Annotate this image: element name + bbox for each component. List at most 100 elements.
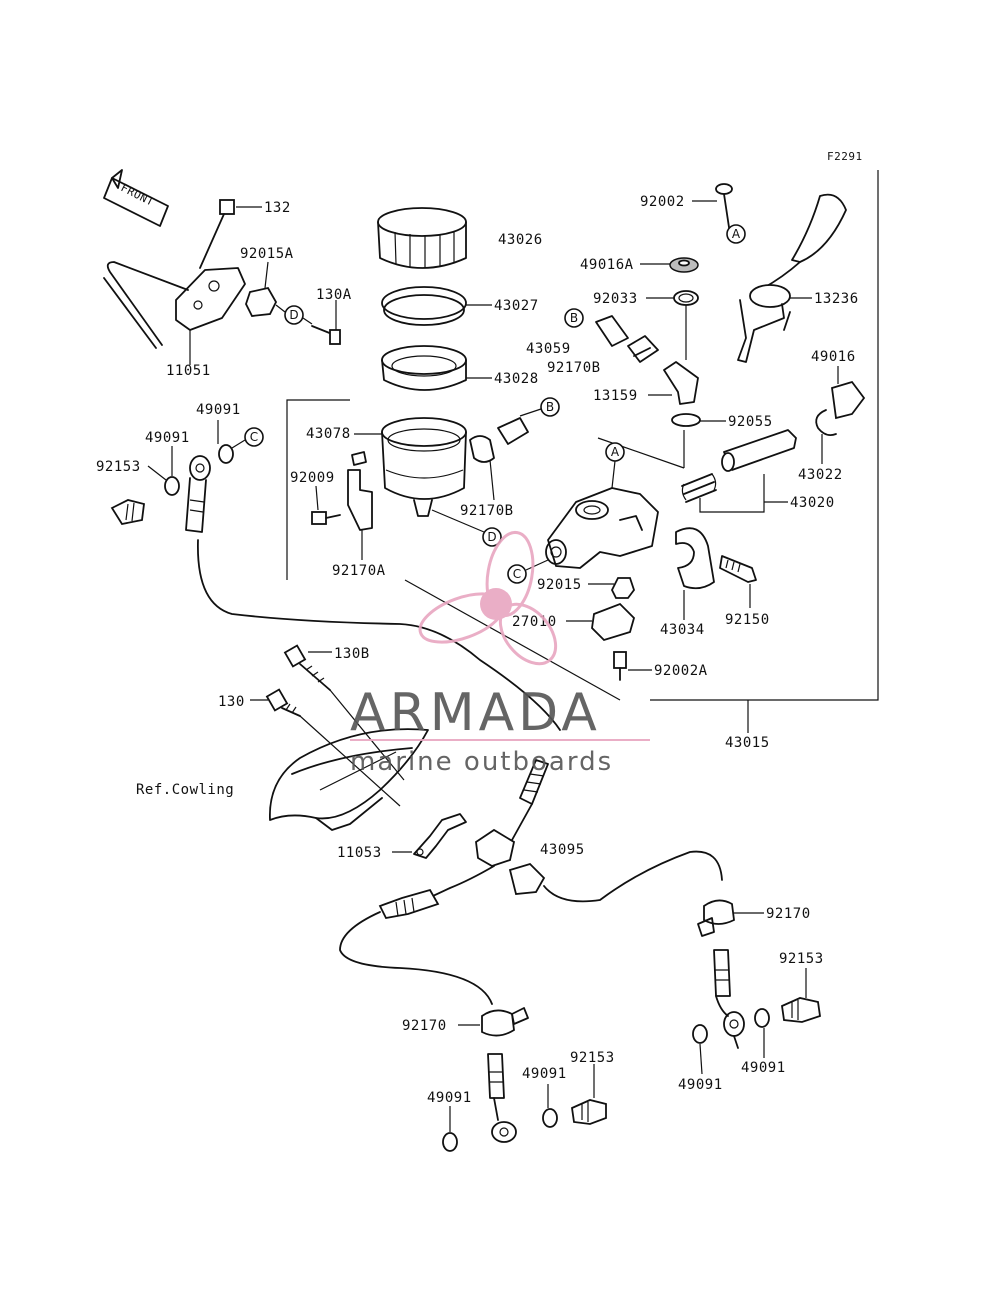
fitting-13159 — [648, 361, 699, 405]
figure-code: F2291 — [827, 150, 863, 163]
callout-D-mid: D — [431, 509, 502, 547]
boot-49016 — [831, 366, 866, 420]
bushing-49016A — [640, 257, 699, 273]
label-43020: 43020 — [790, 495, 835, 511]
assembly-bracket-lines — [286, 170, 879, 733]
bracket-11053 — [392, 813, 467, 859]
label-43059: 43059 — [526, 341, 571, 357]
brake-line-upper — [197, 539, 561, 731]
lever-13236 — [737, 193, 847, 363]
watermark-brand: ARMADA — [350, 683, 601, 743]
label-49016A: 49016A — [580, 257, 634, 273]
label-13159: 13159 — [593, 388, 638, 404]
label-92033: 92033 — [593, 291, 638, 307]
diaphragm-43027 — [381, 286, 492, 326]
callout-B-top: B — [564, 308, 584, 328]
label-43027: 43027 — [494, 298, 539, 314]
svg-text:D: D — [289, 308, 298, 322]
snap-ring-43022 — [815, 409, 837, 464]
label-92002A: 92002A — [654, 663, 708, 679]
label-132: 132 — [264, 200, 291, 216]
oring-92055 — [671, 413, 726, 427]
label-13236: 13236 — [814, 291, 859, 307]
label-43026: 43026 — [498, 232, 543, 248]
label-92009: 92009 — [290, 470, 335, 486]
callout-D-top: D — [284, 305, 313, 325]
label-92170A: 92170A — [332, 563, 386, 579]
label-49091-top: 49091 — [196, 402, 241, 418]
svg-text:A: A — [732, 227, 741, 241]
collar-92015A — [245, 261, 286, 317]
brake-line-right — [543, 850, 723, 903]
label-ref-cowling: Ref.Cowling — [136, 782, 234, 798]
brake-line-left — [339, 911, 493, 1005]
bolt-130 — [250, 688, 401, 807]
label-92170-left: 92170 — [402, 1018, 447, 1034]
bolt-92150 — [719, 555, 757, 608]
label-43022: 43022 — [798, 467, 843, 483]
banjo-fitting-left — [110, 420, 234, 533]
callout-C-mid: C — [507, 559, 549, 584]
svg-text:C: C — [513, 567, 521, 581]
label-92170B-upper: 92170B — [547, 360, 601, 376]
front-arrow-label: FRONT — [119, 181, 157, 209]
clamp-92170A — [347, 451, 373, 560]
svg-text:D: D — [487, 530, 496, 544]
callout-A-top: A — [726, 224, 746, 244]
label-43034: 43034 — [660, 622, 705, 638]
label-43095: 43095 — [540, 842, 585, 858]
watermark-tagline: marine outboards — [350, 747, 613, 777]
plate-43028 — [381, 345, 492, 391]
label-130: 130 — [218, 694, 245, 710]
screw-92009 — [311, 485, 341, 525]
label-92015A: 92015A — [240, 246, 294, 262]
hose-43059 — [595, 315, 659, 363]
pivot-bolt-92002 — [692, 183, 733, 235]
label-49091-r2: 49091 — [741, 1060, 786, 1076]
clamp-43034 — [675, 527, 715, 620]
label-43078: 43078 — [306, 426, 351, 442]
label-92002: 92002 — [640, 194, 685, 210]
piston-43020 — [681, 429, 797, 513]
label-49091-b2: 49091 — [427, 1090, 472, 1106]
propeller-logo-icon — [418, 530, 558, 666]
label-130A: 130A — [316, 287, 352, 303]
label-49091-left: 49091 — [145, 430, 190, 446]
label-49016: 49016 — [811, 349, 856, 365]
label-11051: 11051 — [166, 363, 211, 379]
callout-A-mid: A — [605, 442, 625, 489]
svg-text:B: B — [570, 311, 578, 325]
label-92153-bottom: 92153 — [570, 1050, 615, 1066]
master-cylinder-body — [545, 487, 659, 569]
screw-92002A — [613, 651, 652, 681]
svg-text:B: B — [546, 400, 554, 414]
circlip-92033 — [646, 290, 699, 360]
switch-27010 — [566, 602, 636, 642]
bolt-130B — [283, 644, 405, 781]
reservoir-43078 — [354, 417, 467, 517]
label-92153-left: 92153 — [96, 459, 141, 475]
joint-43095 — [378, 759, 549, 920]
label-43028: 43028 — [494, 371, 539, 387]
label-43015: 43015 — [725, 735, 770, 751]
svg-text:A: A — [611, 445, 620, 459]
banjo-fitting-right — [692, 899, 821, 1075]
label-49091-r1: 49091 — [678, 1077, 723, 1093]
callout-B-mid: B — [519, 397, 560, 417]
banjo-fitting-lower — [442, 1007, 607, 1152]
bracket-11051 — [103, 261, 246, 365]
label-11053: 11053 — [337, 845, 382, 861]
watermark: ARMADA marine outboards — [350, 530, 650, 777]
clamp-92170B-lower — [469, 417, 529, 501]
bolt-132 — [199, 199, 262, 269]
label-92015: 92015 — [537, 577, 582, 593]
svg-text:C: C — [250, 430, 258, 444]
label-92170-right: 92170 — [766, 906, 811, 922]
nut-92015 — [588, 577, 636, 599]
label-92170B-lower: 92170B — [460, 503, 514, 519]
bolt-130A — [311, 300, 341, 345]
label-92150: 92150 — [725, 612, 770, 628]
label-92153-right: 92153 — [779, 951, 824, 967]
